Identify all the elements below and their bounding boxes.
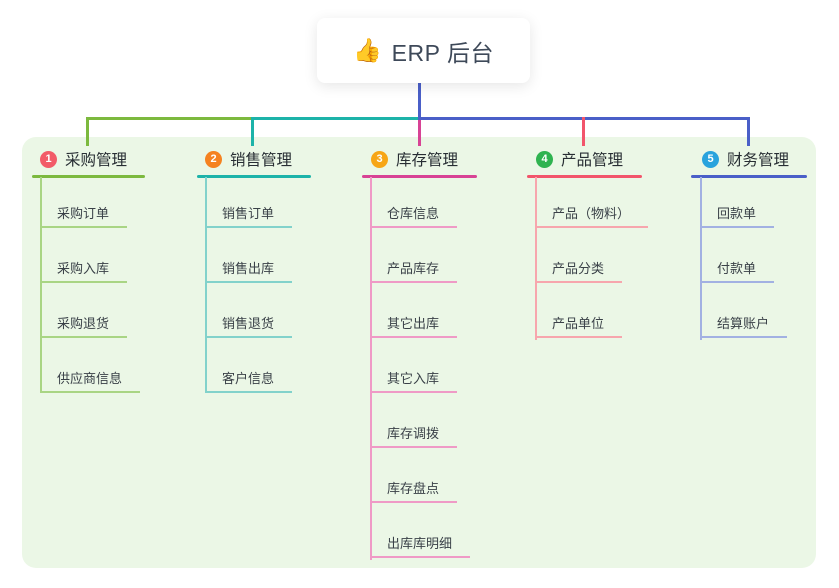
branch-underline <box>527 175 642 178</box>
node-item[interactable]: 销售出库 <box>205 257 293 283</box>
node-item[interactable]: 出库库明细 <box>370 532 471 558</box>
branch-finance[interactable]: 5 财务管理 <box>702 147 789 171</box>
branch-number-badge: 4 <box>536 150 553 168</box>
branch-number-badge: 5 <box>702 150 719 168</box>
branch-title-label: 产品管理 <box>561 152 624 169</box>
branch-underline <box>362 175 477 178</box>
node-item[interactable]: 产品单位 <box>535 312 623 338</box>
root-stem-line <box>418 83 421 120</box>
branch-drop-line-1 <box>86 117 89 146</box>
branch-title-label: 采购管理 <box>65 152 128 169</box>
branch-title-label: 库存管理 <box>396 152 459 169</box>
branch-number-badge: 3 <box>371 150 388 168</box>
node-item[interactable]: 结算账户 <box>700 312 788 338</box>
node-item[interactable]: 仓库信息 <box>370 202 458 228</box>
branch-number-badge: 1 <box>40 150 57 168</box>
node-item[interactable]: 产品库存 <box>370 257 458 283</box>
branch-connector-vline <box>535 177 537 340</box>
thumbs-up-icon: 👍 <box>353 37 382 63</box>
node-item[interactable]: 产品（物料） <box>535 202 649 228</box>
branch-underline <box>691 175 807 178</box>
branch-connector-vline <box>700 177 702 340</box>
mindmap-background-panel <box>22 137 816 568</box>
branch-connector-vline <box>40 177 42 393</box>
root-node[interactable]: 👍 ERP 后台 <box>317 18 530 83</box>
node-item[interactable]: 客户信息 <box>205 367 293 393</box>
branch-title-label: 财务管理 <box>727 152 790 169</box>
node-item[interactable]: 回款单 <box>700 202 775 228</box>
node-item[interactable]: 供应商信息 <box>40 367 141 393</box>
branch-number-badge: 2 <box>205 150 222 168</box>
branch-title-label: 销售管理 <box>230 152 293 169</box>
node-item[interactable]: 产品分类 <box>535 257 623 283</box>
node-item[interactable]: 库存调拨 <box>370 422 458 448</box>
node-item[interactable]: 采购退货 <box>40 312 128 338</box>
node-item[interactable]: 付款单 <box>700 257 775 283</box>
branch-inventory[interactable]: 3 库存管理 <box>371 147 458 171</box>
node-item[interactable]: 采购订单 <box>40 202 128 228</box>
node-item[interactable]: 其它出库 <box>370 312 458 338</box>
branch-purchase[interactable]: 1 采购管理 <box>40 147 127 171</box>
bus-line-segment-midleft <box>251 117 419 120</box>
branch-drop-line-5 <box>747 117 750 146</box>
branch-underline <box>197 175 311 178</box>
branch-drop-line-3 <box>418 120 421 146</box>
node-item[interactable]: 库存盘点 <box>370 477 458 503</box>
branch-underline <box>32 175 145 178</box>
root-title: ERP 后台 <box>391 39 494 66</box>
node-item[interactable]: 销售退货 <box>205 312 293 338</box>
bus-line-segment-left <box>86 117 253 120</box>
branch-drop-line-4 <box>582 117 585 146</box>
node-item[interactable]: 销售订单 <box>205 202 293 228</box>
branch-sales[interactable]: 2 销售管理 <box>205 147 292 171</box>
node-item[interactable]: 其它入库 <box>370 367 458 393</box>
branch-drop-line-2 <box>251 117 254 146</box>
branch-connector-vline <box>205 177 207 393</box>
branch-connector-vline <box>370 177 372 560</box>
branch-product[interactable]: 4 产品管理 <box>536 147 623 171</box>
node-item[interactable]: 采购入库 <box>40 257 128 283</box>
